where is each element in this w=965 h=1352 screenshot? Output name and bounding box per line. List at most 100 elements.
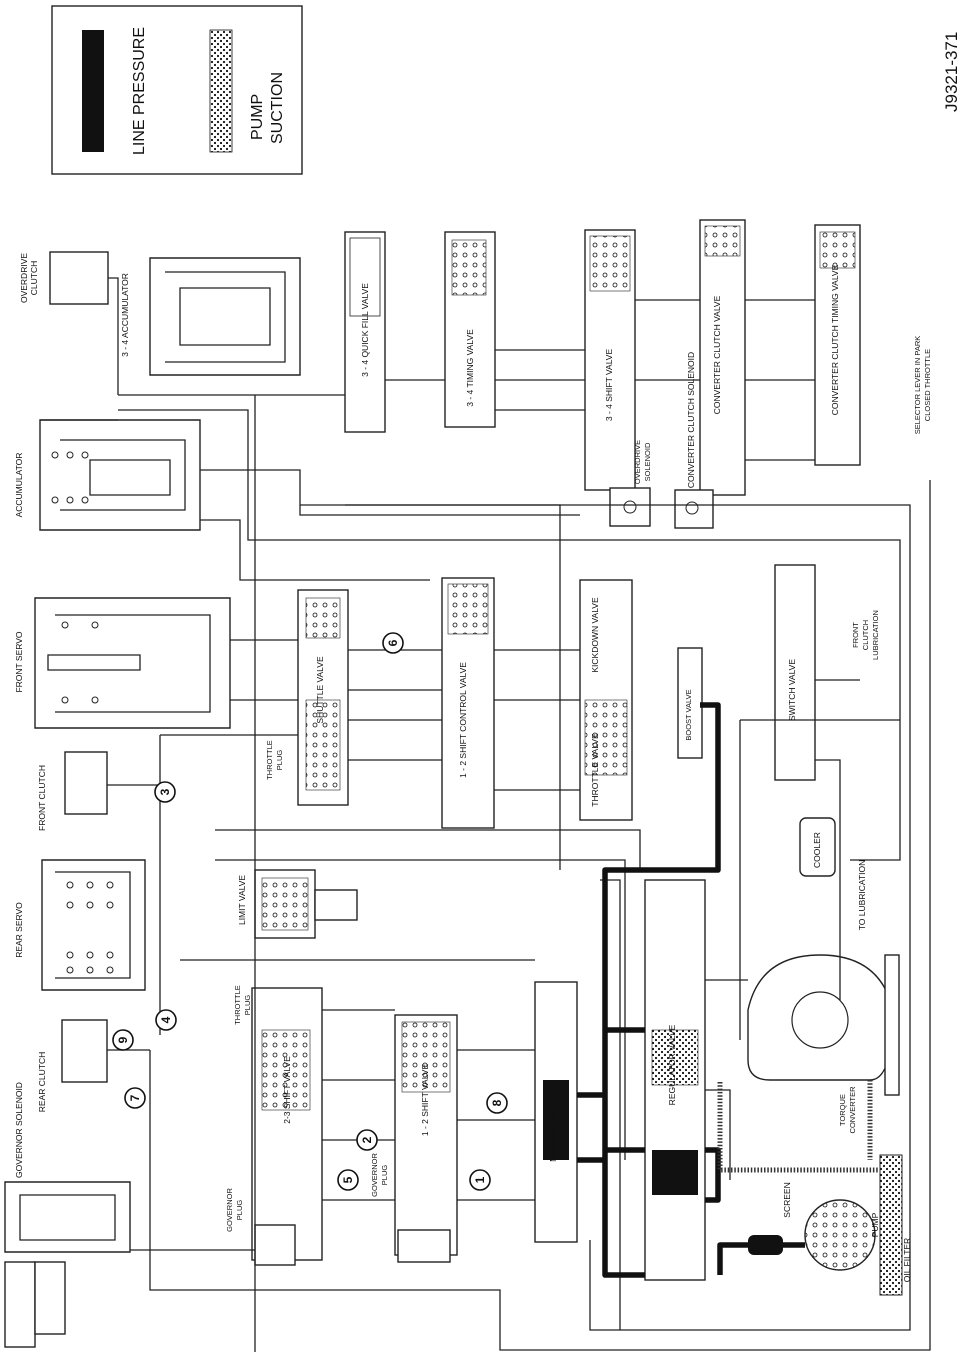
shift-control-valve-label: 1 - 2 SHIFT CONTROL VALVE — [458, 662, 468, 778]
front-clutch-lubrication-label-1: FRONT — [851, 622, 860, 648]
boost-valve-label: BOOST VALVE — [684, 689, 693, 740]
labels: OVERDRIVE CLUTCH 3 - 4 ACCUMULATOR ACCUM… — [14, 253, 932, 1283]
regulator-valve — [644, 879, 706, 1281]
shift-valve-3-4 — [584, 229, 636, 491]
selector-note-2: CLOSED THROTTLE — [923, 349, 932, 421]
front-servo — [34, 597, 231, 729]
accumulator-label: ACCUMULATOR — [14, 453, 24, 518]
overdrive-clutch — [49, 251, 119, 395]
throttle-valve-label: THROTTLE VALVE — [590, 733, 600, 807]
shift-valve-1-2 — [394, 1014, 458, 1263]
switch-valve-label: SWITCH VALVE — [787, 659, 797, 721]
front-clutch-label: FRONT CLUTCH — [37, 765, 47, 831]
rear-clutch-label: REAR CLUTCH — [37, 1052, 47, 1112]
svg-text:3: 3 — [158, 788, 172, 795]
overdrive-solenoid — [609, 487, 651, 527]
front-clutch-lubrication-label-3: LUBRICATION — [871, 610, 880, 660]
quick-fill-valve-label: 3 - 4 QUICK FILL VALVE — [360, 283, 370, 377]
converter-clutch-solenoid — [674, 489, 714, 529]
line-pressure-swatch — [82, 30, 104, 152]
check-ball-6: 6 — [382, 632, 404, 654]
overdrive-clutch-label-2: CLUTCH — [29, 261, 39, 295]
check-ball-9: 9 — [112, 1029, 134, 1051]
pump-suction-passages — [717, 1080, 880, 1173]
oil-filter-label: OIL FILTER — [902, 1238, 912, 1282]
timing-valve-3-4 — [444, 231, 496, 428]
governor-solenoid — [4, 1181, 131, 1348]
switch-valve — [774, 564, 816, 781]
screen — [748, 1235, 783, 1255]
svg-text:7: 7 — [128, 1094, 142, 1101]
kickdown-valve-label: KICKDOWN VALVE — [590, 597, 600, 673]
check-ball-8: 8 — [486, 1092, 508, 1114]
governor-plug-right-label-2: PLUG — [380, 1165, 389, 1186]
svg-text:6: 6 — [386, 639, 400, 646]
shuttle-valve-label: SHUTTLE VALVE — [315, 656, 325, 724]
shift-valve-2-3-label: 2-3 SHIFT VALVE — [282, 1056, 292, 1124]
selector-note-1: SELECTOR LEVER IN PARK — [913, 336, 922, 435]
throttle-plug-upper-label-1: THROTTLE — [265, 740, 274, 780]
manual-valve — [534, 981, 578, 1243]
pump-suction-swatch — [209, 29, 233, 153]
quick-fill-valve-3-4 — [344, 231, 386, 433]
accumulator-3-4-label: 3 - 4 ACCUMULATOR — [120, 273, 130, 357]
legend-suction-label: SUCTION — [269, 72, 286, 144]
shuttle-valve — [297, 589, 349, 806]
governor-plug-right-label-1: GOVERNOR — [370, 1153, 379, 1197]
svg-text:8: 8 — [490, 1099, 504, 1106]
passages — [40, 299, 931, 1352]
check-balls: 1 2 3 4 5 6 7 8 9 — [112, 632, 508, 1191]
limit-valve — [254, 869, 358, 939]
governor-plug-left-label-1: GOVERNOR — [225, 1188, 234, 1232]
pump-label: PUMP — [870, 1212, 880, 1237]
governor-solenoid-label: GOVERNOR SOLENOID — [14, 1082, 24, 1178]
governor-plug-left-label-2: PLUG — [235, 1200, 244, 1221]
shift-control-valve-1-2 — [441, 577, 495, 829]
overdrive-solenoid-label-2: SOLENOID — [643, 442, 652, 481]
timing-valve-3-4-label: 3 - 4 TIMING VALVE — [465, 329, 475, 407]
check-ball-1: 1 — [469, 1169, 491, 1191]
manual-valve-label: MANUAL VALVE — [548, 1098, 558, 1162]
legend: LINE PRESSURE PUMP SUCTION — [51, 5, 303, 175]
regulator-valve-label: REGULATOR VALVE — [667, 1024, 677, 1105]
throttle-plug-lower-label-2: PLUG — [243, 995, 252, 1016]
svg-text:4: 4 — [159, 1016, 173, 1023]
line-pressure-passages — [577, 702, 805, 1278]
to-lubrication-label: TO LUBRICATION — [857, 860, 867, 931]
limit-valve-label: LIMIT VALVE — [237, 875, 247, 925]
torque-converter-label-2: CONVERTER — [848, 1086, 857, 1134]
svg-text:5: 5 — [341, 1176, 355, 1183]
converter-clutch-timing-valve — [814, 224, 861, 466]
throttle-plug-upper-label-2: PLUG — [275, 750, 284, 771]
rear-servo — [41, 859, 146, 991]
check-ball-2: 2 — [356, 1129, 378, 1151]
check-ball-5: 5 — [337, 1169, 359, 1191]
svg-text:1: 1 — [473, 1176, 487, 1183]
check-ball-4: 4 — [155, 1009, 177, 1031]
shift-valve-2-3 — [251, 987, 323, 1266]
cooler-label: COOLER — [812, 832, 822, 868]
svg-text:9: 9 — [116, 1036, 130, 1043]
cooler — [799, 817, 836, 877]
torque-converter-label-1: TORQUE — [838, 1094, 847, 1126]
legend-line-pressure-label: LINE PRESSURE — [131, 27, 148, 155]
converter-clutch-solenoid-label: CONVERTER CLUTCH SOLENOID — [686, 352, 696, 488]
check-ball-7: 7 — [124, 1087, 146, 1109]
accumulator-3-4 — [149, 257, 301, 376]
rear-servo-label: REAR SERVO — [14, 902, 24, 958]
boost-valve — [677, 647, 703, 759]
shift-valve-1-2-label: 1 - 2 SHIFT VALVE — [420, 1064, 430, 1137]
converter-clutch-timing-valve-label: CONVERTER CLUTCH TIMING VALVE — [830, 264, 840, 415]
torque-converter — [747, 954, 900, 1096]
kickdown-throttle-valve — [579, 579, 633, 821]
oil-pump — [804, 1154, 903, 1296]
overdrive-solenoid-label: OVERDRIVE — [633, 440, 642, 484]
rear-clutch — [61, 1019, 150, 1083]
check-ball-3: 3 — [154, 781, 176, 803]
throttle-plug-lower-label-1: THROTTLE — [233, 985, 242, 1025]
front-servo-label: FRONT SERVO — [14, 631, 24, 692]
legend-pump-label: PUMP — [249, 94, 266, 140]
accumulator — [39, 419, 201, 531]
front-clutch — [64, 751, 160, 815]
